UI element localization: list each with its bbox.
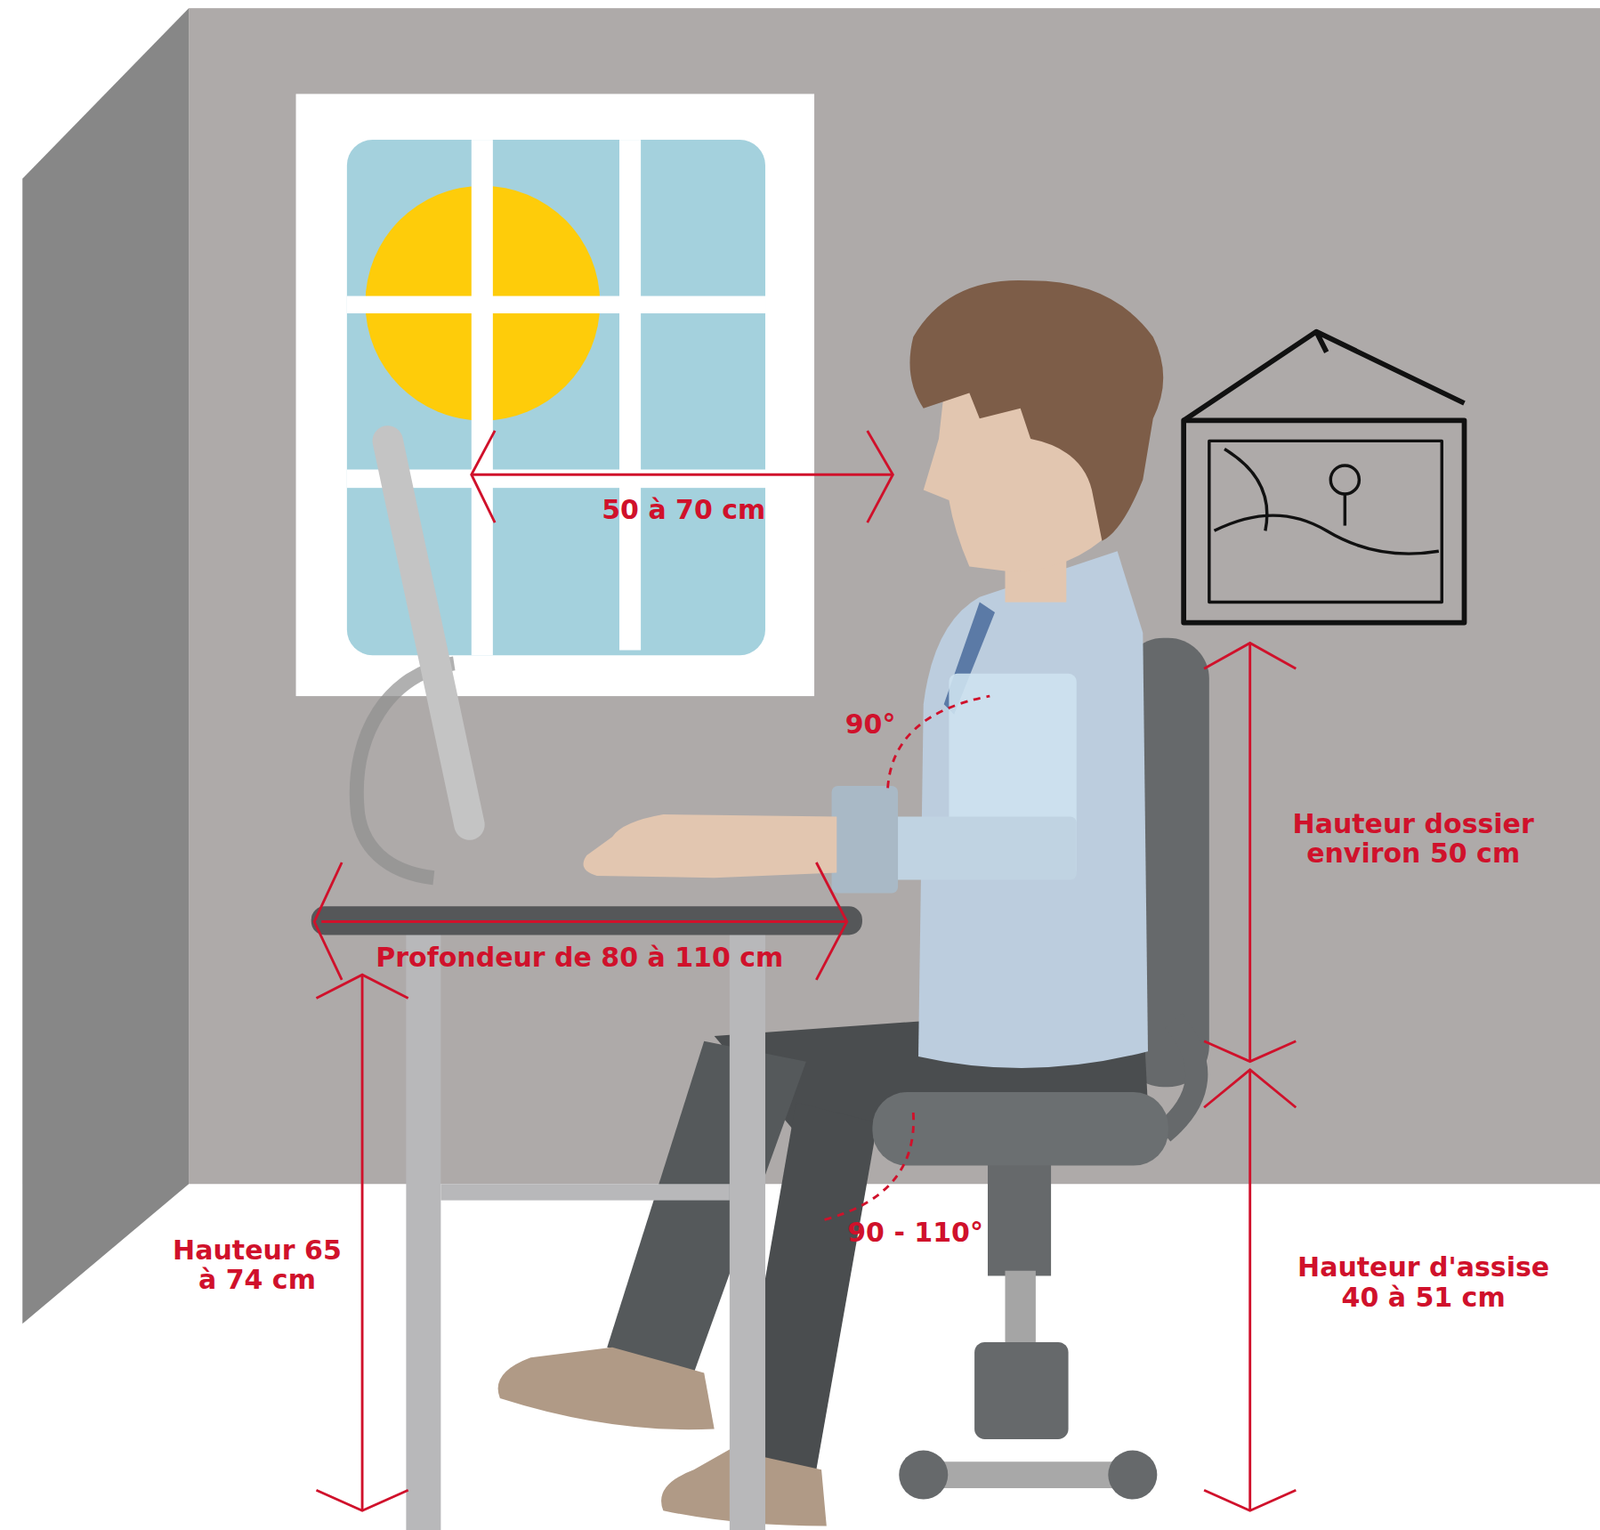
arrow-head (1204, 1041, 1296, 1062)
frame-trunk (1343, 493, 1347, 526)
window-mullion (347, 296, 766, 314)
dimension-label: Profondeur de 80 à 110 cm (330, 942, 829, 973)
dimension-lines (314, 430, 1296, 1511)
desk-leg (405, 933, 441, 1530)
dimension-line (361, 974, 364, 1511)
desk-rail (440, 1183, 730, 1200)
shirt (918, 550, 1148, 1068)
back-wall (188, 8, 1600, 1184)
frame-hill (1214, 515, 1439, 554)
window-mullion (471, 139, 493, 655)
arrow-head (314, 862, 342, 980)
chair-feet (918, 1461, 1139, 1488)
dimension-line (471, 473, 894, 477)
chair-wheel (898, 1450, 948, 1500)
hand (583, 814, 838, 878)
arrow-head (315, 1489, 408, 1511)
dimension-label: 90° (830, 709, 911, 740)
window-frame (296, 94, 816, 697)
angle-arc (824, 1112, 914, 1220)
cuff (832, 785, 899, 893)
dimension-line (1248, 642, 1252, 1061)
arrow-head (1204, 1489, 1296, 1511)
desk-top (311, 905, 863, 935)
chair-column (987, 1163, 1051, 1276)
hair (909, 280, 1164, 542)
desk-leg (729, 933, 766, 1530)
frame-outer (1183, 420, 1464, 623)
dimension-label: 50 à 70 cm (567, 495, 800, 526)
chair-wheel (1107, 1450, 1157, 1500)
dimension-label: Hauteur dossier environ 50 cm (1270, 808, 1556, 869)
chair-seat (872, 1091, 1169, 1166)
dimension-label: 90 - 110° (817, 1217, 1014, 1248)
arrow-head (816, 862, 847, 980)
side-wall (22, 8, 189, 1324)
arrow-head (867, 430, 894, 523)
chair-base (974, 1341, 1068, 1439)
arrow-head (1204, 642, 1296, 669)
frame-string (1183, 331, 1464, 421)
dimension-label: Hauteur 65 à 74 cm (168, 1235, 347, 1295)
chair-support (1163, 1020, 1197, 1133)
arrow-head (471, 430, 495, 523)
frame-inner (1209, 440, 1442, 602)
picture-frame (1183, 331, 1464, 623)
shoe (498, 1347, 715, 1430)
monitor (387, 440, 470, 825)
dimension-line (321, 920, 848, 923)
dimension-label: Hauteur d'assise 40 à 51 cm (1281, 1252, 1567, 1313)
window-mullion (619, 139, 641, 650)
arrow-head (315, 974, 408, 998)
frame-tree (1330, 465, 1359, 494)
angle-arc (888, 695, 991, 788)
chair-post (1004, 1270, 1035, 1353)
arrow-head (1204, 1069, 1296, 1108)
dimension-line (1248, 1069, 1252, 1511)
frame-sun (1224, 449, 1268, 532)
